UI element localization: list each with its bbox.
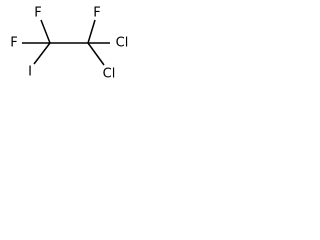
molecule-structure: F F F I Cl Cl <box>10 6 129 82</box>
bond-c2-cl-bottom-right <box>87 42 105 66</box>
atom-f-top-right: F <box>93 6 100 21</box>
bond-c1-i <box>33 42 51 65</box>
atom-cl-right: Cl <box>116 36 129 51</box>
bond-c2-f-top-right <box>87 19 96 44</box>
atom-f-left: F <box>10 36 17 51</box>
atom-i: I <box>28 65 32 80</box>
atom-f-top-left: F <box>34 6 41 21</box>
bond-c1-f-top-left <box>40 19 51 44</box>
atom-cl-bottom-right: Cl <box>103 67 116 82</box>
